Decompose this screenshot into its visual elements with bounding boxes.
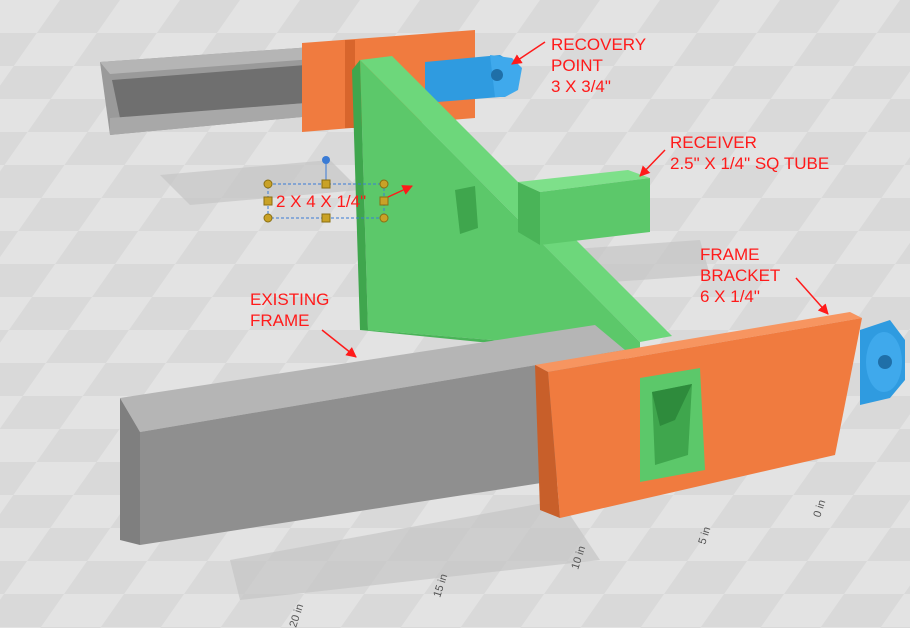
existing-frame-line2: FRAME <box>250 311 310 330</box>
front-recovery-point[interactable] <box>860 320 905 405</box>
annotation-existing-frame: EXISTING FRAME <box>250 290 357 358</box>
receiver-line2: 2.5" X 1/4" SQ TUBE <box>670 154 829 173</box>
front-receiver-socket[interactable] <box>640 368 705 482</box>
recovery-point-line2: POINT <box>551 56 603 75</box>
shadows <box>160 160 710 600</box>
cross-tube-label-selection[interactable]: 2 X 4 X 1/4" <box>263 156 413 223</box>
resize-handle-r[interactable] <box>379 196 389 206</box>
front-existing-frame[interactable] <box>120 325 625 545</box>
frame-bracket-line2: BRACKET <box>700 266 780 285</box>
front-frame-bracket[interactable] <box>535 312 862 518</box>
resize-handle-bl[interactable] <box>263 213 273 223</box>
resize-handle-t[interactable] <box>321 179 331 189</box>
resize-handle-l[interactable] <box>263 196 273 206</box>
resize-handle-tr[interactable] <box>379 179 389 189</box>
receiver-tube[interactable] <box>518 170 650 245</box>
annotation-recovery-point: RECOVERY POINT 3 X 3/4" <box>511 35 646 96</box>
recovery-point-line3: 3 X 3/4" <box>551 77 611 96</box>
cross-tube-label: 2 X 4 X 1/4" <box>276 192 366 211</box>
cross-tube-slot <box>455 186 478 234</box>
frame-bracket-line1: FRAME <box>700 245 760 264</box>
existing-frame-line1: EXISTING <box>250 290 329 309</box>
rotate-handle[interactable] <box>322 156 330 164</box>
resize-handle-tl[interactable] <box>263 179 273 189</box>
annotation-receiver: RECEIVER 2.5" X 1/4" SQ TUBE <box>639 133 829 177</box>
ruler-tick-0: 0 in <box>811 498 828 519</box>
recovery-point-line1: RECOVERY <box>551 35 646 54</box>
rear-recovery-point[interactable] <box>425 55 522 103</box>
rear-existing-frame[interactable] <box>100 44 355 135</box>
ruler-tick-5: 5 in <box>696 525 713 546</box>
frame-bracket-line3: 6 X 1/4" <box>700 287 760 306</box>
resize-handle-b[interactable] <box>321 213 331 223</box>
resize-handle-br[interactable] <box>379 213 389 223</box>
annotation-frame-bracket: FRAME BRACKET 6 X 1/4" <box>700 245 829 315</box>
receiver-line1: RECEIVER <box>670 133 757 152</box>
